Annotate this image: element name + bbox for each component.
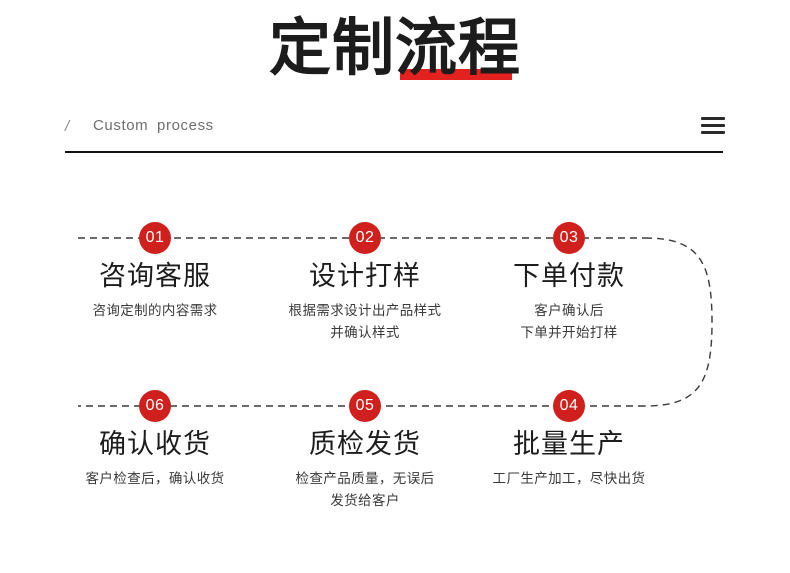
step-description: 客户确认后 下单并开始打样	[464, 300, 674, 344]
step-number-badge: 03	[553, 222, 585, 254]
step-description-line: 检查产品质量，无误后	[295, 471, 435, 487]
step-title: 确认收货	[99, 429, 211, 460]
hamburger-bar-1	[701, 117, 725, 120]
step-description: 客户检查后，确认收货	[50, 468, 260, 490]
step-description-line: 根据需求设计出产品样式	[288, 303, 442, 319]
step-description-line: 客户检查后，确认收货	[85, 471, 225, 487]
step-description: 工厂生产加工，尽快出货	[464, 468, 674, 490]
step-title: 设计打样	[309, 261, 421, 292]
step-description-line: 客户确认后	[534, 303, 604, 319]
slash-separator: /	[65, 118, 70, 135]
step-description-line: 咨询定制的内容需求	[92, 303, 218, 319]
hamburger-bar-3	[701, 131, 725, 134]
subtitle-block: / Custom process	[65, 116, 723, 152]
step-description-line: 并确认样式	[330, 325, 400, 341]
step-number-badge: 05	[349, 390, 381, 422]
step-description: 根据需求设计出产品样式 并确认样式	[260, 300, 470, 344]
flow-connector-path	[78, 237, 713, 407]
step-description-line: 发货给客户	[330, 493, 400, 509]
title-accent-underline	[400, 69, 513, 80]
step-title: 批量生产	[513, 429, 625, 460]
process-flow: 01 咨询客服 咨询定制的内容需求 02 设计打样 根据需求设计出产品样式 并确…	[0, 165, 790, 565]
page-title-block: 定制流程	[0, 8, 790, 96]
subtitle-text: Custom process	[93, 117, 214, 134]
connector-right-curve	[644, 237, 713, 407]
page-title: 定制流程	[269, 8, 521, 88]
step-number-badge: 06	[139, 390, 171, 422]
step-number-badge: 01	[139, 222, 171, 254]
page-title-text: 定制流程	[268, 11, 521, 84]
hamburger-menu-icon[interactable]	[701, 117, 725, 135]
step-description: 检查产品质量，无误后 发货给客户	[260, 468, 470, 512]
step-description-line: 工厂生产加工，尽快出货	[492, 471, 646, 487]
header-divider	[65, 151, 723, 153]
step-title: 质检发货	[309, 429, 421, 460]
step-number-badge: 02	[349, 222, 381, 254]
step-description: 咨询定制的内容需求	[50, 300, 260, 322]
step-title: 咨询客服	[99, 261, 211, 292]
step-description-line: 下单并开始打样	[520, 325, 618, 341]
hamburger-bar-2	[701, 124, 725, 127]
step-number-badge: 04	[553, 390, 585, 422]
step-title: 下单付款	[513, 261, 625, 292]
